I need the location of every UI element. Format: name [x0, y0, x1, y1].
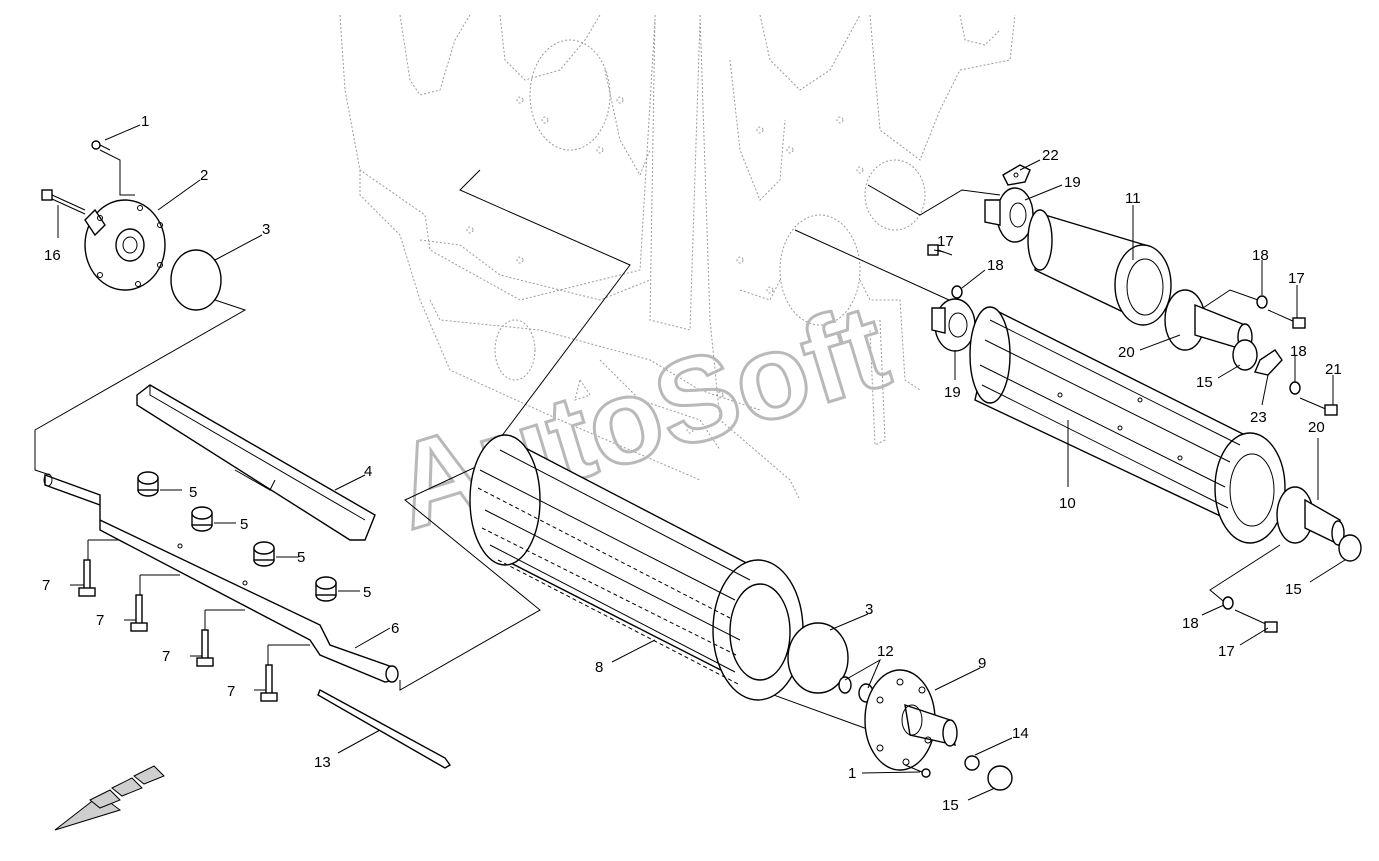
callout-4: 4	[364, 463, 372, 480]
callout-labels: 1 2 3 16 4 5 5 5 5 6 7 7 7 7 13 8 3 12 9…	[42, 113, 1342, 814]
callout-18-upper: 18	[987, 257, 1004, 274]
o-ring-15-right	[1338, 534, 1362, 562]
callout-2: 2	[200, 167, 208, 184]
screw-1-bottom	[904, 764, 931, 778]
callout-3-right: 3	[865, 601, 873, 618]
plate-22	[1002, 164, 1031, 186]
callout-8: 8	[595, 659, 603, 676]
o-ring-3-right	[787, 622, 849, 694]
washer-18-r2	[1289, 381, 1301, 395]
callout-7d: 7	[227, 683, 235, 700]
callout-17-upper: 17	[937, 233, 954, 250]
washer-18-lower	[1222, 596, 1234, 610]
callout-10: 10	[1059, 495, 1076, 512]
leader-lines	[34, 149, 1281, 731]
callout-17-lower: 17	[1218, 643, 1235, 660]
bearing-19-top	[984, 187, 1034, 243]
callout-19-top: 19	[1064, 174, 1081, 191]
callout-15-upper: 15	[1196, 374, 1213, 391]
bearing-19-lower	[931, 298, 976, 352]
bolt-16	[41, 189, 86, 215]
o-ring-3-left	[170, 249, 222, 311]
scraper-bar-4	[136, 384, 376, 541]
callout-7c: 7	[162, 648, 170, 665]
callout-11: 11	[1125, 190, 1141, 207]
o-ring-15-upper	[1232, 339, 1258, 371]
o-ring-15-bottom	[987, 765, 1013, 791]
callout-5c: 5	[297, 549, 305, 566]
sleeve-11	[1027, 209, 1172, 326]
callout-7a: 7	[42, 577, 50, 594]
shaft-6	[43, 473, 399, 683]
callout-3-left: 3	[262, 221, 270, 238]
callout-9: 9	[978, 655, 986, 672]
bolt-21	[1299, 397, 1338, 416]
callout-6: 6	[391, 620, 399, 637]
callout-12: 12	[877, 643, 894, 660]
callout-14: 14	[1012, 725, 1029, 742]
cable-tie-13	[317, 689, 452, 769]
toothed-roller-8	[469, 434, 804, 701]
callout-18-lower: 18	[1182, 615, 1199, 632]
callout-5d: 5	[363, 584, 371, 601]
callout-13: 13	[314, 754, 331, 771]
screw-1-top	[91, 140, 111, 151]
callout-18-r1: 18	[1252, 247, 1269, 264]
callout-5b: 5	[240, 516, 248, 533]
washer-18-r1	[1256, 295, 1268, 309]
bearing-flange-left	[84, 199, 166, 291]
callout-22: 22	[1042, 147, 1059, 164]
bolt-17-lower	[1234, 609, 1278, 633]
callout-1-bottom: 1	[848, 765, 856, 782]
callout-1-top: 1	[141, 113, 149, 130]
bolt-17-r1	[1267, 309, 1306, 329]
callout-16: 16	[44, 247, 61, 264]
callout-leaders	[57, 124, 1346, 801]
callout-20-upper: 20	[1118, 344, 1135, 361]
callout-7b: 7	[96, 612, 104, 629]
direction-arrow-icon	[54, 765, 165, 831]
callout-15-right: 15	[1285, 581, 1302, 598]
callout-23: 23	[1250, 409, 1267, 426]
callout-19-lower: 19	[944, 384, 961, 401]
callout-18-r2: 18	[1290, 343, 1307, 360]
callout-17-r1: 17	[1288, 270, 1305, 287]
washer-18-upper	[951, 285, 963, 299]
callout-5a: 5	[189, 484, 197, 501]
callout-15-bottom: 15	[942, 797, 959, 814]
background-frame	[339, 14, 1016, 501]
stub-shaft-20-upper	[1164, 289, 1253, 351]
tab-washer-23	[1254, 349, 1283, 376]
flange-shaft-9	[864, 669, 958, 771]
callout-20-lower: 20	[1308, 419, 1325, 436]
callout-21: 21	[1325, 361, 1342, 378]
bolts-7	[78, 559, 278, 702]
washer-14	[964, 755, 980, 771]
bushings-5	[137, 471, 337, 602]
fluted-roller-10	[969, 306, 1286, 544]
stub-shaft-20-lower	[1276, 486, 1345, 547]
